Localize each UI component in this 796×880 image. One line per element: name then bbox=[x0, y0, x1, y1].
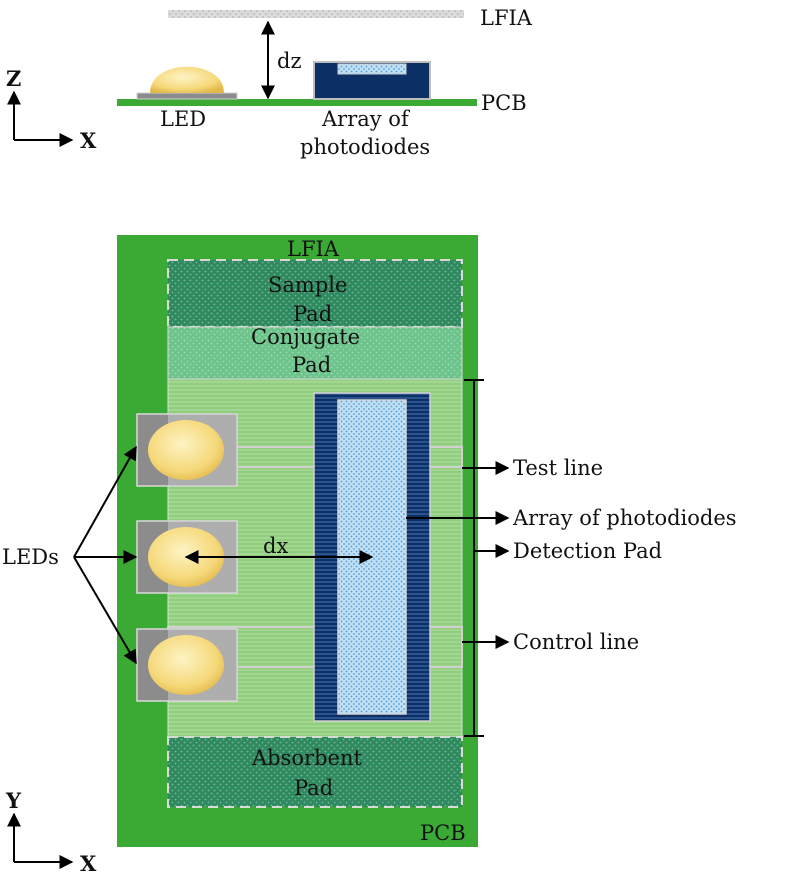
dz-label: dz bbox=[277, 49, 302, 73]
conjugate-pad-label-line1: Conjugate bbox=[251, 325, 360, 349]
led-1 bbox=[136, 413, 238, 487]
top-axes: Y X bbox=[5, 788, 97, 876]
side-pcb-label: PCB bbox=[481, 91, 527, 115]
test-line-label: Test line bbox=[513, 456, 603, 480]
absorbent-pad-label-line2: Pad bbox=[294, 776, 333, 800]
absorbent-pad-label-line1: Absorbent bbox=[251, 746, 362, 770]
led-3 bbox=[136, 628, 238, 702]
side-axis-x-label: X bbox=[80, 128, 97, 153]
sample-pad-label-line1: Sample bbox=[268, 273, 347, 297]
top-lfia-label: LFIA bbox=[287, 237, 340, 261]
control-line-label: Control line bbox=[513, 630, 639, 654]
side-array-label-line2: photodiodes bbox=[300, 135, 430, 159]
side-pcb-board bbox=[117, 99, 477, 106]
top-pcb-label: PCB bbox=[420, 821, 466, 845]
top-axis-y-label: Y bbox=[5, 788, 22, 813]
conjugate-pad-label-line2: Pad bbox=[292, 353, 331, 377]
side-photodiode-sensor bbox=[337, 63, 407, 75]
sample-pad-label-line2: Pad bbox=[293, 302, 332, 326]
side-led-label: LED bbox=[160, 107, 206, 131]
side-led-dome bbox=[150, 66, 224, 93]
leds-arrow-3 bbox=[73, 556, 137, 665]
side-lfia-strip bbox=[168, 10, 464, 18]
side-view: LFIA dz PCB LED Array of photodiodes Z X bbox=[6, 6, 533, 159]
leds-label: LEDs bbox=[2, 545, 59, 569]
detection-pad-label: Detection Pad bbox=[513, 539, 662, 563]
side-axis-z-label: Z bbox=[6, 66, 21, 91]
side-led-base bbox=[136, 92, 238, 100]
side-array-label-line1: Array of bbox=[321, 107, 411, 131]
leds-arrow-1 bbox=[73, 445, 137, 558]
top-axis-x-label: X bbox=[80, 851, 97, 876]
dx-label: dx bbox=[263, 534, 288, 558]
side-lfia-label: LFIA bbox=[480, 6, 533, 30]
array-label: Array of photodiodes bbox=[512, 506, 737, 530]
side-axes: Z X bbox=[6, 66, 97, 153]
top-view: PCB LFIA Sample Pad Conjugate Pad Absorb… bbox=[2, 235, 737, 876]
